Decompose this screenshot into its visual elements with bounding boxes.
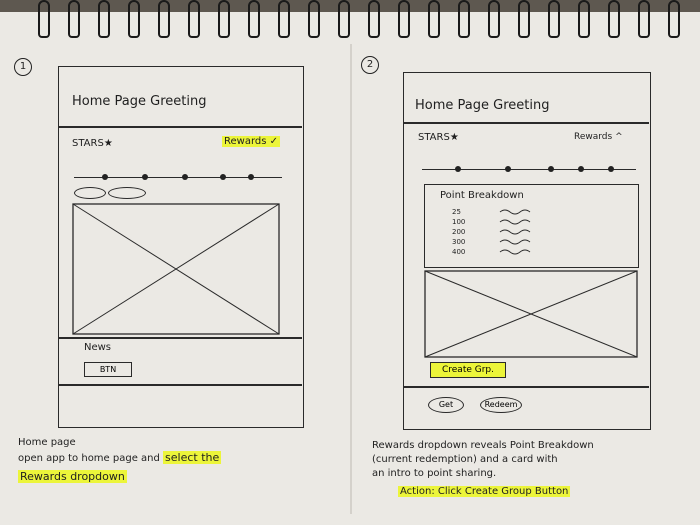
caption-highlight-2: Rewards dropdown [18, 470, 127, 483]
rewards-dropdown-1[interactable]: Rewards ✓ [222, 136, 281, 147]
news-button-1[interactable]: BTN [84, 362, 132, 377]
progress-dot [578, 166, 584, 172]
progress-track-2 [422, 169, 636, 171]
footer-divider-1 [58, 384, 302, 386]
squiggle-lines [499, 209, 531, 255]
caption-line-2c: an intro to point sharing. [372, 468, 497, 479]
point-value: 200 [452, 228, 466, 236]
news-label-1: News [84, 342, 112, 353]
caption-text: open app to home page and [18, 453, 160, 464]
caption-action: Action: Click Create Group Button [398, 486, 571, 497]
caption-line-1: open app to home page and select the [18, 451, 222, 464]
pill-button[interactable] [108, 187, 146, 199]
point-value: 300 [452, 238, 466, 246]
stars-label-1: STARS★ [72, 138, 113, 149]
progress-dot [455, 166, 461, 172]
progress-track-1 [74, 177, 282, 179]
point-value: 100 [452, 218, 466, 226]
progress-dot [608, 166, 614, 172]
caption-line-2a: Rewards dropdown reveals Point Breakdown [372, 440, 594, 451]
chevron-down-icon: ✓ [269, 136, 279, 147]
redeem-button[interactable]: Redeem [480, 397, 522, 413]
image-placeholder-2 [424, 270, 638, 358]
get-button[interactable]: Get [428, 397, 464, 413]
header-divider-2 [403, 122, 649, 124]
sketch-number-2: 2 [361, 56, 379, 74]
point-value: 400 [452, 248, 466, 256]
home-greeting-2: Home Page Greeting [415, 98, 550, 113]
sketch-number-1: 1 [14, 58, 32, 76]
phone-frame-1 [58, 66, 304, 428]
home-greeting-1: Home Page Greeting [72, 94, 207, 109]
point-value: 25 [452, 208, 461, 216]
progress-dot [220, 174, 226, 180]
progress-dot [505, 166, 511, 172]
caption-highlight: select the [163, 451, 222, 464]
image-placeholder-1 [72, 203, 280, 335]
create-group-button[interactable]: Create Grp. [430, 362, 506, 378]
caption-title-1: Home page [18, 437, 76, 448]
phone-frame-2 [403, 72, 651, 430]
progress-dot [248, 174, 254, 180]
point-breakdown-card [424, 184, 639, 268]
section-divider-1 [58, 337, 302, 339]
progress-dot [102, 174, 108, 180]
stars-label-2: STARS★ [418, 132, 459, 143]
header-divider-1 [58, 126, 302, 128]
rewards-dropdown-2[interactable]: Rewards ^ [574, 132, 623, 142]
pill-button[interactable] [74, 187, 106, 199]
progress-dot [182, 174, 188, 180]
spiral-binding [0, 0, 700, 40]
rewards-label-2: Rewards [574, 132, 613, 142]
page-divider [350, 44, 352, 514]
rewards-label-1: Rewards [224, 136, 267, 147]
caption-line-2b: (current redemption) and a card with [372, 454, 558, 465]
footer-divider-2 [403, 386, 649, 388]
progress-dot [142, 174, 148, 180]
chevron-up-icon: ^ [615, 132, 623, 142]
progress-dot [548, 166, 554, 172]
point-breakdown-title: Point Breakdown [440, 190, 524, 201]
